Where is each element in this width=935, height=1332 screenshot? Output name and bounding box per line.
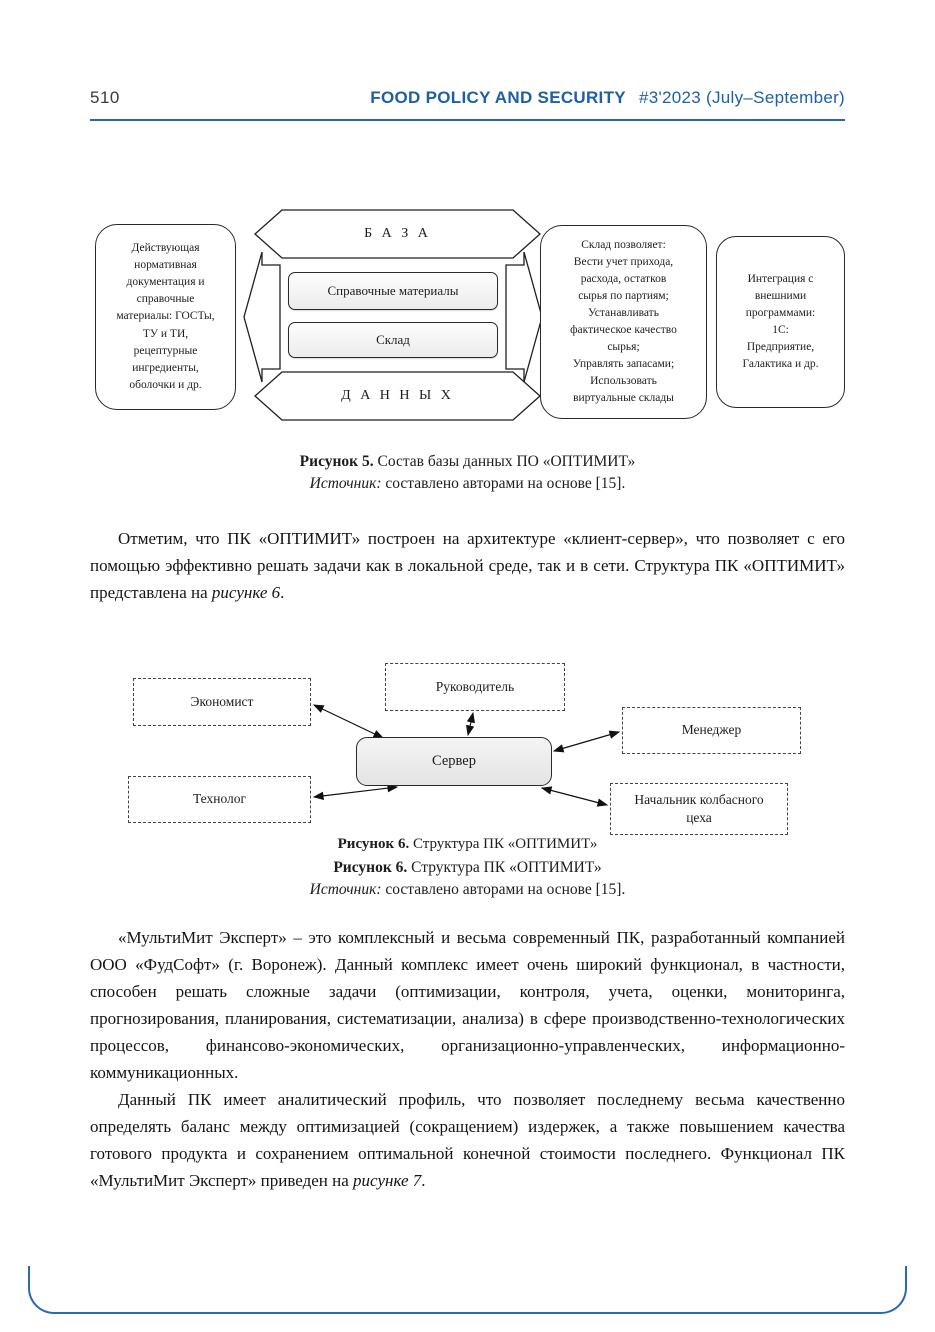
banner-bottom-label: Д А Н Н Ы Х [341, 388, 454, 403]
figure-5-diagram: Действующая нормативная документация и с… [90, 205, 845, 443]
normative-docs-box: Действующая нормативная документация и с… [95, 224, 236, 410]
banner-bottom-shape [254, 371, 541, 421]
node-economist: Экономист [133, 678, 311, 726]
figure-6-overlapped-caption-text: Структура ПК «ОПТИМИТ» [409, 836, 598, 852]
journal-title: FOOD POLICY AND SECURITY [370, 88, 626, 107]
figure-6-caption-line: Рисунок 6. Структура ПК «ОПТИМИТ» [90, 857, 845, 879]
journal-title-line: FOOD POLICY AND SECURITY #3'2023 (July–S… [370, 88, 845, 108]
arrow-economist-server [312, 704, 385, 739]
journal-issue: #3'2023 (July–September) [638, 88, 845, 107]
paragraph-3-end: . [421, 1171, 426, 1190]
integration-box: Интеграция с внешними программами: 1С: П… [716, 236, 845, 408]
node-manager: Менеджер [622, 707, 801, 754]
figure-6-arrows [312, 704, 621, 807]
left-block-arrow [243, 251, 281, 383]
page-header: 510 FOOD POLICY AND SECURITY #3'2023 (Ju… [90, 88, 845, 108]
arrow-technologist-server [312, 783, 399, 801]
figure-5-source-line: Источник: составлено авторами на основе … [90, 473, 845, 495]
figure-5-shapes [243, 209, 543, 421]
arrow-director-server [466, 711, 475, 737]
paragraph-1: Отметим, что ПК «ОПТИМИТ» построен на ар… [90, 525, 845, 606]
figure-6-overlapped-caption-label: Рисунок 6. [337, 836, 410, 852]
figure-5-caption-text: Состав базы данных ПО «ОПТИМИТ» [373, 453, 636, 470]
node-technologist: Технолог [128, 776, 311, 823]
body-text-block: «МультиМит Эксперт» – это комплексный и … [90, 924, 845, 1194]
figure-5-caption-label: Рисунок 5. [299, 453, 374, 470]
figure-6-source-line: Источник: составлено авторами на основе … [90, 879, 845, 901]
paragraph-3-text: Данный ПК имеет аналитический профиль, ч… [90, 1090, 845, 1190]
arrow-sausage-chief-server [540, 786, 609, 807]
header-divider [90, 119, 845, 121]
figure-5-caption: Рисунок 5. Состав базы данных ПО «ОПТИМИ… [90, 451, 845, 496]
figure-5-source-label: Источник: [309, 475, 382, 493]
banner-top-label: Б А З А [364, 226, 431, 241]
paragraph-2: «МультиМит Эксперт» – это комплексный и … [90, 928, 845, 1082]
warehouse-functions-box: Склад позволяет: Вести учет прихода, рас… [540, 225, 707, 419]
figure-6-caption-text: Структура ПК «ОПТИМИТ» [407, 859, 602, 876]
warehouse-node: Склад [288, 322, 498, 358]
paragraph-1-figure-ref: рисунке 6 [211, 583, 281, 602]
right-block-arrow [505, 251, 543, 383]
paragraph-3: Данный ПК имеет аналитический профиль, ч… [90, 1086, 845, 1194]
figure-6-diagram: Рисунок 6. Структура ПК «ОПТИМИТ» Эконом… [90, 655, 845, 860]
page-border-frame [28, 1266, 907, 1314]
figure-5-source-text: составлено авторами на основе [15]. [381, 475, 626, 493]
paragraph-1-text: Отметим, что ПК «ОПТИМИТ» построен на ар… [90, 529, 845, 602]
arrow-manager-server [552, 730, 621, 753]
paragraph-3-figure-ref: рисунке 7 [353, 1171, 422, 1190]
figure-6-source-text: составлено авторами на основе [15]. [381, 881, 626, 899]
figure-6-overlapped-caption: Рисунок 6. Структура ПК «ОПТИМИТ» [90, 836, 845, 853]
node-server: Сервер [356, 737, 552, 786]
node-sausage-chief: Начальник колбасного цеха [610, 783, 788, 835]
figure-6-caption: Рисунок 6. Структура ПК «ОПТИМИТ» Источн… [90, 857, 845, 902]
page-number: 510 [90, 88, 120, 107]
paragraph-1-end: . [280, 583, 285, 602]
figure-6-source-label: Источник: [309, 881, 382, 899]
node-director: Руководитель [385, 663, 565, 711]
figure-5-caption-line: Рисунок 5. Состав базы данных ПО «ОПТИМИ… [90, 451, 845, 473]
reference-materials-node: Справочные материалы [288, 272, 498, 310]
banner-top-shape [254, 209, 541, 259]
figure-6-caption-label: Рисунок 6. [333, 859, 408, 876]
